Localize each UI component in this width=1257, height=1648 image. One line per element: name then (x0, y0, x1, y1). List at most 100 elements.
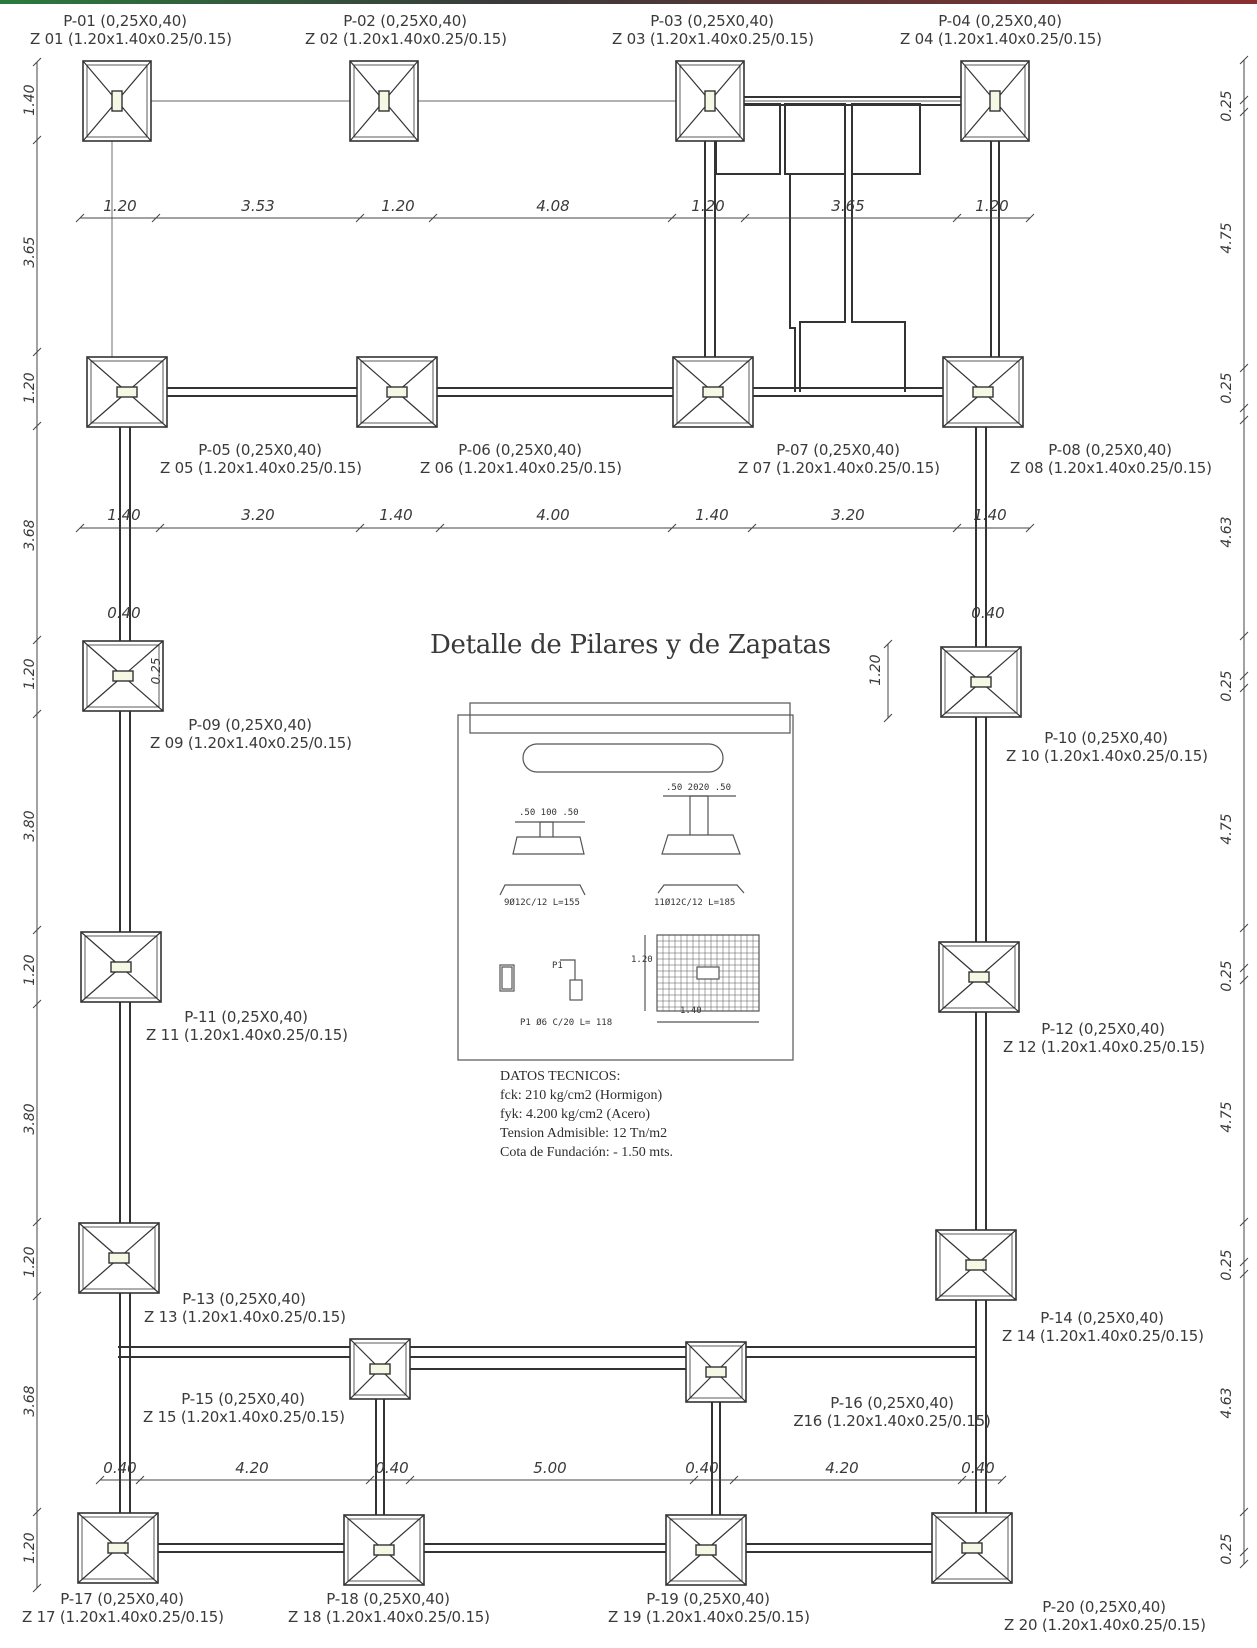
pillar-label-p14: P-14 (0,25X0,40)Z 14 (1.20x1.40x0.25/0.1… (1002, 1309, 1204, 1345)
beam-col-p04 (990, 101, 1000, 392)
footing-z10 (940, 646, 1022, 718)
column-p09 (112, 670, 134, 682)
vdim-left-10: 1.20 (22, 1532, 38, 1564)
drawing-title: Detalle de Pilares y de Zapatas (430, 630, 831, 660)
column-p05 (116, 386, 138, 398)
pillar-label-p05: P-05 (0,25X0,40)Z 05 (1.20x1.40x0.25/0.1… (160, 441, 362, 477)
dim-r1-4: 1.20 (691, 197, 725, 215)
footing-z09 (82, 640, 164, 712)
vdim-right-10: 0.25 (1219, 1533, 1235, 1565)
technical-data: DATOS TECNICOS: fck: 210 kg/cm2 (Hormigo… (500, 1067, 673, 1162)
footing-z14 (935, 1229, 1017, 1301)
dim-r1-0: 1.20 (103, 197, 137, 215)
vdim-right-4: 0.25 (1219, 670, 1235, 702)
detail-p1: P1 (552, 961, 563, 971)
tie-beams (111, 96, 1000, 1553)
footing-z01 (82, 60, 152, 142)
pillar-label-p11: P-11 (0,25X0,40)Z 11 (1.20x1.40x0.25/0.1… (146, 1008, 348, 1044)
footing-z05 (86, 356, 168, 428)
dim-r1-5: 3.65 (831, 197, 865, 215)
pillar-label-p18: P-18 (0,25X0,40)Z 18 (1.20x1.40x0.25/0.1… (288, 1590, 490, 1626)
dim-r2-3: 4.00 (536, 506, 570, 524)
pillar-label-p07: P-07 (0,25X0,40)Z 07 (1.20x1.40x0.25/0.1… (738, 441, 940, 477)
detail-stirrup: P1 Ø6 C/20 L= 118 (520, 1018, 613, 1028)
vdim-left-8: 1.20 (22, 1246, 38, 1278)
fyk-line: fyk: 4.200 kg/cm2 (Acero) (500, 1107, 651, 1122)
room-1 (784, 103, 846, 175)
footing-section-a (512, 836, 585, 855)
fck-line: fck: 210 kg/cm2 (Hormigon) (500, 1088, 663, 1103)
pillar-label-p12: P-12 (0,25X0,40)Z 12 (1.20x1.40x0.25/0.1… (1003, 1020, 1205, 1056)
room-wall-c (789, 174, 796, 392)
vdim-left-7: 3.80 (22, 1103, 38, 1135)
dim-r1-3: 4.08 (536, 197, 570, 215)
footing-z19 (665, 1514, 747, 1586)
dim-col-width-right: 0.40 (971, 604, 1005, 622)
bar-a (499, 884, 586, 896)
top-border (0, 0, 1257, 4)
dimension-lines (32, 55, 1249, 1593)
detail-dim-b: .50 2020 .50 (666, 783, 732, 793)
footing-z04 (960, 60, 1030, 142)
column-p20 (961, 1542, 983, 1554)
footing-z15 (349, 1338, 411, 1400)
technical-data-heading: DATOS TECNICOS: (500, 1069, 621, 1084)
footing-z08 (942, 356, 1024, 428)
dim-r1-2: 1.20 (381, 197, 415, 215)
dim-col-width-left: 0.40 (107, 604, 141, 622)
column-p19 (695, 1544, 717, 1556)
footing-z17 (77, 1512, 159, 1584)
pillar-label-p09: P-09 (0,25X0,40)Z 09 (1.20x1.40x0.25/0.1… (150, 716, 352, 752)
footing-z20 (931, 1512, 1013, 1584)
detail-bar-a: 9Ø12C/12 L=155 (504, 898, 580, 908)
vdim-right-3: 4.63 (1219, 516, 1235, 548)
dim-r3-6: 0.40 (961, 1459, 995, 1477)
vdim-left-9: 3.68 (22, 1385, 38, 1417)
footing-plan-grid (656, 934, 760, 1012)
vdim-right-7: 4.75 (1219, 1101, 1235, 1133)
detail-header (469, 702, 791, 734)
room-wall-a (799, 174, 846, 392)
column-p11 (110, 961, 132, 973)
vdim-mid: 1.20 (868, 654, 884, 686)
pillar-label-p10: P-10 (0,25X0,40)Z 10 (1.20x1.40x0.25/0.1… (1006, 729, 1208, 765)
footing-z11 (80, 931, 162, 1003)
vdim-right-2: 0.25 (1219, 372, 1235, 404)
pillar-label-p04: P-04 (0,25X0,40)Z 04 (1.20x1.40x0.25/0.1… (900, 12, 1102, 48)
column-p16 (705, 1366, 727, 1378)
dim-r2-0: 1.40 (107, 506, 141, 524)
beam-row-2 (127, 387, 983, 397)
pillar-label-p06: P-06 (0,25X0,40)Z 06 (1.20x1.40x0.25/0.1… (420, 441, 622, 477)
dim-line-row2 (75, 523, 1035, 533)
column-p14 (965, 1259, 987, 1271)
column-p01 (111, 90, 123, 112)
vdim-right-5: 4.75 (1219, 813, 1235, 845)
vdim-right-9: 4.63 (1219, 1387, 1235, 1419)
detail-sheet (457, 702, 794, 1061)
dim-r3-2: 0.40 (375, 1459, 409, 1477)
dim-r3-0: 0.40 (103, 1459, 137, 1477)
column-p06 (386, 386, 408, 398)
room-wall-b (851, 174, 906, 392)
footing-z16 (685, 1341, 747, 1403)
column-p03 (704, 90, 716, 112)
dim-r2-2: 1.40 (379, 506, 413, 524)
dim-r2-1: 3.20 (241, 506, 275, 524)
detail-frame (457, 714, 794, 1061)
upper-right-rooms (715, 103, 921, 392)
detail-width: 1.40 (680, 1006, 702, 1016)
pillar-label-p01: P-01 (0,25X0,40)Z 01 (1.20x1.40x0.25/0.1… (30, 12, 232, 48)
beam-col-p03 (704, 101, 716, 392)
column-p18 (373, 1544, 395, 1556)
column-p08 (972, 386, 994, 398)
vdim-left-3: 3.68 (22, 519, 38, 551)
room-2 (851, 103, 921, 175)
cota-line: Cota de Fundación: - 1.50 mts. (500, 1145, 674, 1160)
dim-line-row3 (95, 1475, 1007, 1485)
bar-b (657, 884, 745, 894)
column-section-p1 (569, 979, 583, 1001)
vdim-right-0: 0.25 (1219, 90, 1235, 122)
column-stub-a (539, 821, 554, 837)
dim-r1-6: 1.20 (975, 197, 1009, 215)
